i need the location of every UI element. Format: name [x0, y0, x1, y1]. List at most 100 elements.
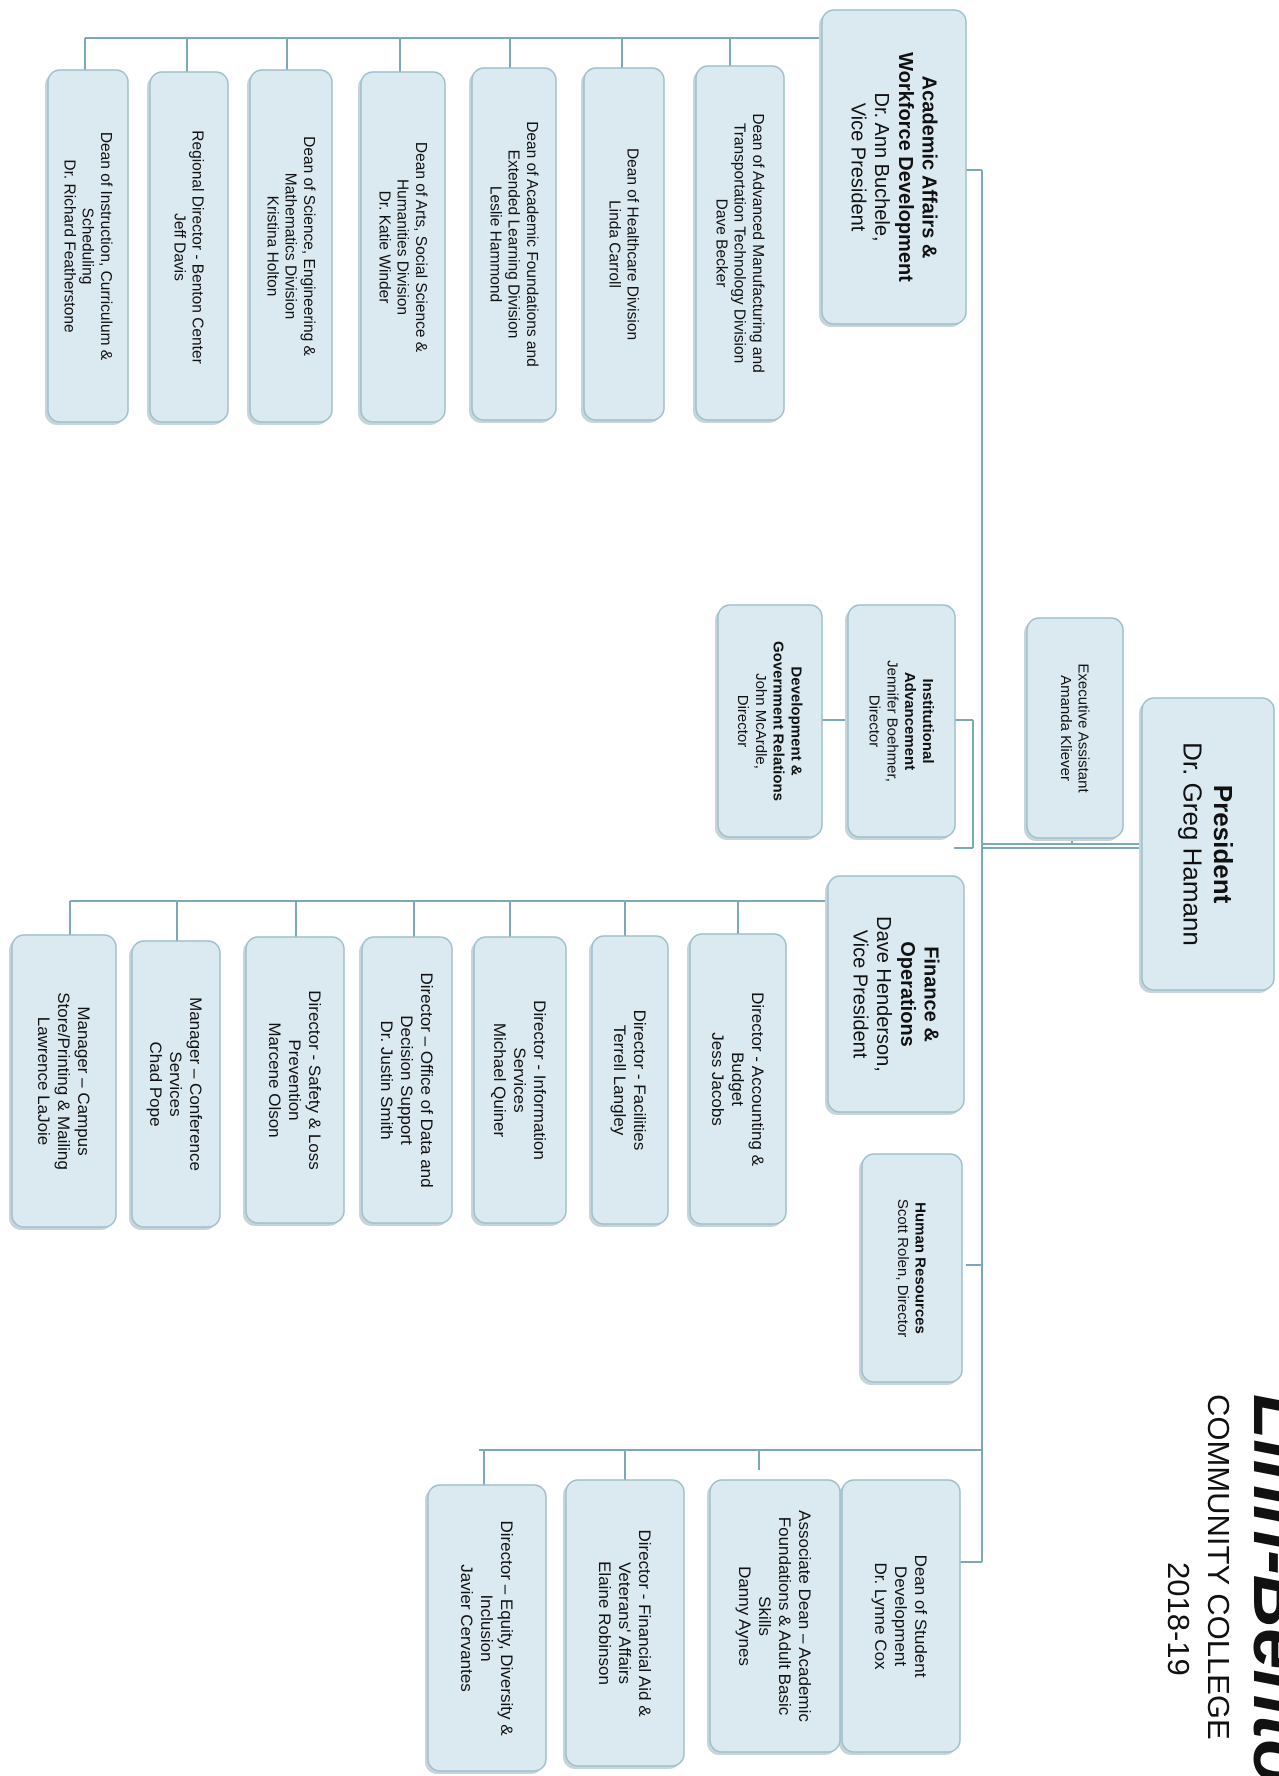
node-line: Prevention: [285, 1039, 304, 1120]
node-box: [689, 933, 787, 1225]
node-text: Director - FacilitiesTerrell Langley: [610, 1010, 649, 1151]
node-text: Director - Accounting &BudgetJess Jacobs: [708, 992, 767, 1167]
org-node-academic-affairs-vp: Academic Affairs &Workforce DevelopmentD…: [819, 9, 967, 327]
org-node-human-resources: Human ResourcesScott Rolen, Director: [859, 1153, 963, 1385]
node-box: [427, 1484, 547, 1772]
college-logo: Linn-Benton COMMUNITY COLLEGE 2018-19: [1161, 1394, 1279, 1776]
node-text: Finance &OperationsDave Henderson,Vice P…: [849, 916, 942, 1072]
node-text: Development &Government RelationsJohn Mc…: [734, 641, 804, 801]
node-text: Director - Financial Aid &Veterans' Affa…: [595, 1529, 654, 1717]
node-box: [471, 67, 557, 421]
node-text: Dean of Advanced Manufacturing andTransp…: [712, 113, 766, 372]
node-line: Dave Becker: [712, 199, 729, 288]
org-node-director-data-decision-support: Director – Office of Data andDecision Su…: [359, 936, 453, 1226]
org-node-dean-academic-foundations: Dean of Academic Foundations andExtended…: [469, 67, 557, 423]
node-line: Jennifer Boehmer,: [883, 660, 900, 782]
node-line: Dave Henderson,: [872, 916, 894, 1072]
node-line: Director: [866, 695, 883, 748]
org-node-development-government-relations: Development &Government RelationsJohn Mc…: [715, 604, 823, 840]
node-text: Academic Affairs &Workforce DevelopmentD…: [847, 52, 940, 282]
org-node-dean-arts-social-science: Dean of Arts, Social Science &Humanities…: [358, 71, 446, 425]
org-node-regional-director-benton: Regional Director - Benton CenterJeff Da…: [147, 71, 229, 425]
node-line: Vice President: [849, 930, 871, 1059]
org-node-director-safety-loss: Director - Safety & LossPreventionMarcen…: [243, 936, 345, 1226]
node-line: Elaine Robinson: [595, 1561, 614, 1685]
node-line: Director - Facilities: [630, 1010, 649, 1151]
node-box: [821, 9, 967, 325]
node-line: Linda Carroll: [605, 200, 622, 288]
node-line: Lawrence LaJoie: [34, 1017, 53, 1146]
node-line: Amanda Kliever: [1057, 675, 1074, 781]
node-box: [249, 69, 333, 423]
node-line: Director - Information: [530, 1000, 549, 1160]
node-text: Dean of Academic Foundations andExtended…: [486, 121, 540, 367]
node-box: [827, 875, 965, 1113]
node-line: Dean of Instruction, Curriculum &: [97, 132, 114, 361]
node-line: Dr. Justin Smith: [377, 1020, 396, 1139]
node-line: Dr. Greg Hamann: [1178, 742, 1208, 946]
node-line: Transportation Technology Division: [731, 123, 748, 363]
node-line: Dr. Ann Buchele,: [870, 93, 892, 242]
node-line: Scott Rolen, Director: [894, 1199, 911, 1337]
node-line: Danny Aynes: [735, 1566, 754, 1666]
node-line: Operations: [896, 941, 918, 1047]
node-line: Services: [166, 1051, 185, 1116]
node-line: Development &: [787, 666, 804, 775]
node-box: [717, 604, 823, 838]
org-node-dean-healthcare: Dean of Healthcare DivisionLinda Carroll: [581, 67, 665, 423]
node-line: Human Resources: [912, 1202, 929, 1334]
node-line: Director - Financial Aid &: [635, 1529, 654, 1717]
node-box: [361, 936, 453, 1224]
org-node-director-information-services: Director - InformationServicesMichael Qu…: [471, 936, 567, 1226]
node-text: PresidentDr. Greg Hamann: [1178, 742, 1239, 946]
node-line: Director - Accounting &: [748, 992, 767, 1167]
node-line: Jeff Davis: [170, 213, 187, 281]
node-text: Director – Office of Data andDecision Su…: [377, 972, 436, 1187]
node-line: Dr. Richard Featherstone: [60, 159, 77, 332]
node-line: Dean of Student: [911, 1555, 930, 1678]
node-line: Advancement: [901, 672, 918, 770]
org-node-director-facilities: Director - FacilitiesTerrell Langley: [589, 935, 669, 1227]
node-box: [473, 936, 567, 1224]
node-line: Dr. Lynne Cox: [871, 1562, 890, 1670]
node-line: Academic Affairs &: [917, 76, 939, 259]
node-line: Services: [510, 1047, 529, 1112]
node-line: Associate Dean – Academic: [795, 1510, 814, 1722]
node-box: [565, 1479, 685, 1767]
org-node-finance-operations-vp: Finance &OperationsDave Henderson,Vice P…: [825, 875, 965, 1115]
logo-subtitle: COMMUNITY COLLEGE: [1201, 1394, 1236, 1740]
node-box: [847, 604, 956, 838]
node-line: Director: [734, 695, 751, 748]
node-line: Director – Equity, Diversity &: [497, 1520, 516, 1736]
org-node-associate-dean-academic-foundations: Associate Dean – AcademicFoundations & A…: [707, 1479, 841, 1755]
org-node-dean-instruction: Dean of Instruction, Curriculum &Schedul…: [45, 69, 129, 425]
node-line: Scheduling: [79, 208, 96, 285]
node-text: Manager – CampusStore/Printing & Mailing…: [34, 992, 93, 1170]
org-node-dean-student-development: Dean of StudentDevelopmentDr. Lynne Cox: [839, 1479, 961, 1755]
node-text: Manager – ConferenceServicesChad Pope: [146, 997, 205, 1171]
node-line: Terrell Langley: [610, 1025, 629, 1136]
node-line: Javier Cervantes: [457, 1564, 476, 1692]
node-text: Associate Dean – AcademicFoundations & A…: [735, 1510, 814, 1722]
node-box: [709, 1479, 841, 1753]
node-text: Dean of Science, Engineering &Mathematic…: [263, 136, 317, 356]
org-node-manager-campus-store: Manager – CampusStore/Printing & Mailing…: [9, 934, 117, 1230]
org-nodes: PresidentDr. Greg Hamann Executive Assist…: [9, 9, 1275, 1774]
node-line: Regional Director - Benton Center: [189, 130, 206, 363]
node-box: [11, 934, 117, 1228]
node-line: Jess Jacobs: [708, 1032, 727, 1126]
node-line: Development: [891, 1566, 910, 1666]
node-line: Workforce Development: [894, 52, 916, 282]
node-text: Dean of StudentDevelopmentDr. Lynne Cox: [871, 1555, 930, 1678]
node-text: Executive AssistantAmanda Kliever: [1057, 663, 1092, 793]
org-node-director-equity-diversity: Director – Equity, Diversity &InclusionJ…: [425, 1484, 547, 1774]
node-line: Chad Pope: [146, 1041, 165, 1126]
node-box: [149, 71, 229, 423]
node-box: [583, 67, 665, 421]
node-box: [841, 1479, 961, 1753]
org-node-dean-advanced-manufacturing: Dean of Advanced Manufacturing andTransp…: [693, 65, 785, 423]
node-box: [695, 65, 785, 421]
node-text: Human ResourcesScott Rolen, Director: [894, 1199, 929, 1337]
node-line: Director - Safety & Loss: [305, 990, 324, 1170]
